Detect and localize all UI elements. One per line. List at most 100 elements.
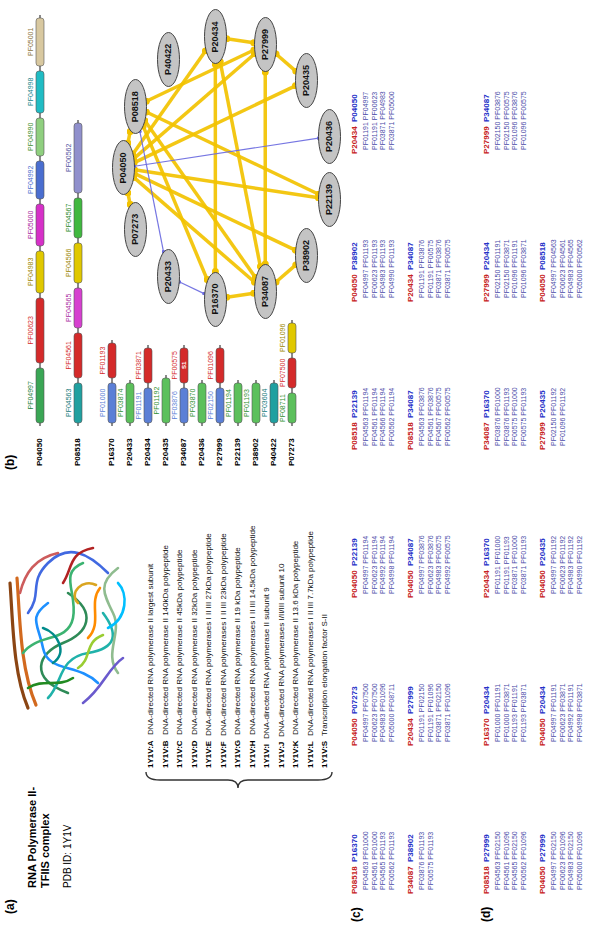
domain-pair: PF04997 PF03876 [418, 535, 426, 594]
domain-box [144, 388, 152, 423]
domain-pair: PF04992 PF01194 [379, 536, 387, 594]
domain-box [36, 118, 44, 156]
panel-tag: (a) [4, 899, 18, 914]
pair-header: P27999 [406, 686, 415, 714]
domain-label: PF04566 [65, 249, 73, 277]
pair-header: P08518 [482, 866, 491, 894]
domain-label: PF01096 [279, 324, 287, 352]
domain-pair: PF03876 PF01000 [494, 387, 502, 446]
domain-label: PF08711 [279, 394, 287, 422]
domain-pair: PF04998 PF03871 [576, 683, 584, 742]
domain-pair: PF04990 PF01192 [576, 536, 584, 594]
domain-pair: PF04997 PF01191 [550, 684, 558, 742]
domain-label: PF02150 [207, 391, 215, 419]
domain-architecture [126, 380, 134, 426]
domain-pair: PF01191 PF04997 [362, 92, 370, 150]
protein-id: P20433 [125, 438, 134, 466]
domain-pair: PF03876 PF01193 [503, 388, 511, 446]
node-label: P16370 [210, 284, 221, 315]
node-ellipse [319, 173, 341, 227]
chain-name: DNA-directed RNA polymerase II largest s… [146, 564, 155, 735]
domain-pair: PF00623 PF01194 [371, 536, 379, 594]
domain-pair: PF01096 PF03871 [520, 239, 528, 298]
chain-name: DNA-directed RNA polymerase II 13.6 kDa … [291, 541, 300, 735]
node-ellipse [254, 264, 276, 318]
domain-box [74, 288, 82, 328]
domain-label: PF00623 [27, 316, 35, 344]
domain-pair: PF01191 PF03876 [418, 240, 426, 298]
domain-pair: PF00575 PF01193 [427, 832, 435, 890]
domain-pair: PF04992 PF01191 [567, 684, 575, 742]
chain-id: 1Y1V:K [291, 740, 300, 768]
domain-architecture [216, 345, 224, 426]
domain-box [36, 18, 44, 66]
domain-label: PF04567 [65, 204, 73, 232]
pair-header: P34087 [406, 866, 415, 894]
structure-strand [108, 583, 125, 628]
domain-pair: PF00623 PF01096 [559, 831, 567, 890]
domain-architecture [270, 380, 278, 426]
pair-header: P04050 [350, 94, 359, 122]
domain-pair: PF04563 PF03876 [418, 387, 426, 446]
domain-pair: PF01000 PF03871 [503, 683, 511, 742]
domain-pair: PF00562 PF01194 [388, 388, 396, 446]
domain-label: PF03871 [135, 351, 143, 379]
interaction-line [276, 54, 296, 71]
interaction-line [134, 86, 295, 163]
chain-name: DNA-directed RNA polymerase II 32kDa pol… [190, 550, 199, 735]
domain-label: PF03874 [117, 389, 125, 417]
domain-label: PF00575 [171, 351, 179, 379]
domain-pair: PF00623 PF01193 [371, 240, 379, 298]
domain-label: PF04990 [27, 123, 35, 151]
chain-name: DNA-directed RNA polymerases I II III 23… [219, 533, 228, 736]
chain-id: 1Y1V:A [146, 740, 155, 768]
chain-id: 1Y1V:J [277, 742, 286, 768]
domain-pair: PF03871 PF01096 [444, 683, 452, 742]
pair-header: P38902 [350, 242, 359, 270]
domain-pair: PF01096 PF01192 [559, 388, 567, 446]
domain-box [108, 343, 116, 378]
chain-id: 1Y1V:S [320, 741, 329, 768]
domain-pair: PF00562 PF01193 [388, 832, 396, 890]
pair-header: P16370 [350, 834, 359, 862]
domain-pair: PF04983 PF00575 [435, 535, 443, 594]
domain-pair: PF02150 PF00575 [503, 91, 511, 150]
domain-pair: PF00623 PF03876 [427, 535, 435, 594]
domain-pair: PF04566 PF01194 [379, 388, 387, 446]
chain-id: 1Y1V:D [190, 740, 199, 768]
protein-id: P07273 [287, 438, 296, 466]
pair-header: P20434 [350, 126, 359, 154]
pair-header: P20435 [538, 390, 547, 418]
domain-pair: PF04565 PF01193 [379, 832, 387, 890]
domain-box [180, 388, 188, 423]
domain-pair: PF04561 PF01000 [371, 831, 379, 890]
domain-box [288, 358, 296, 388]
domain-box [36, 204, 44, 246]
pair-header: P08518 [406, 422, 415, 450]
pair-header: P34087 [406, 390, 415, 418]
pair-header: P04050 [538, 866, 547, 894]
protein-node: P04050 [112, 140, 135, 195]
domain-label: PF04561 [65, 341, 73, 369]
domain-box [74, 198, 82, 238]
pair-header: P34087 [406, 538, 415, 566]
domain-box [162, 378, 170, 423]
domain-label: PF03870 [189, 389, 197, 417]
domain-pair: PF01191 PF00575 [427, 240, 435, 298]
pair-header: P27999 [482, 834, 491, 862]
domain-pair: PF01000 PF01191 [494, 684, 502, 742]
domain-pair: PF05000 PF01096 [576, 831, 584, 890]
pair-header: P08518 [350, 422, 359, 450]
domain-box [74, 243, 82, 283]
structure-strand [75, 583, 96, 603]
domain-label: PF01000 [99, 389, 107, 417]
domain-pair: PF02150 PF03871 [503, 239, 511, 298]
protein-node: P20435 [295, 53, 318, 108]
chain-name: DNA-directed RNA polymerases I II III 7.… [306, 531, 315, 736]
domain-label: PF04983 [27, 258, 35, 286]
domain-pair: PF05000 PF00562 [576, 239, 584, 298]
node-label: P22139 [324, 184, 335, 215]
domain-label: PF03876 [171, 391, 179, 419]
domain-pair: PF04561 PF03876 [427, 387, 435, 446]
node-ellipse [296, 53, 318, 107]
